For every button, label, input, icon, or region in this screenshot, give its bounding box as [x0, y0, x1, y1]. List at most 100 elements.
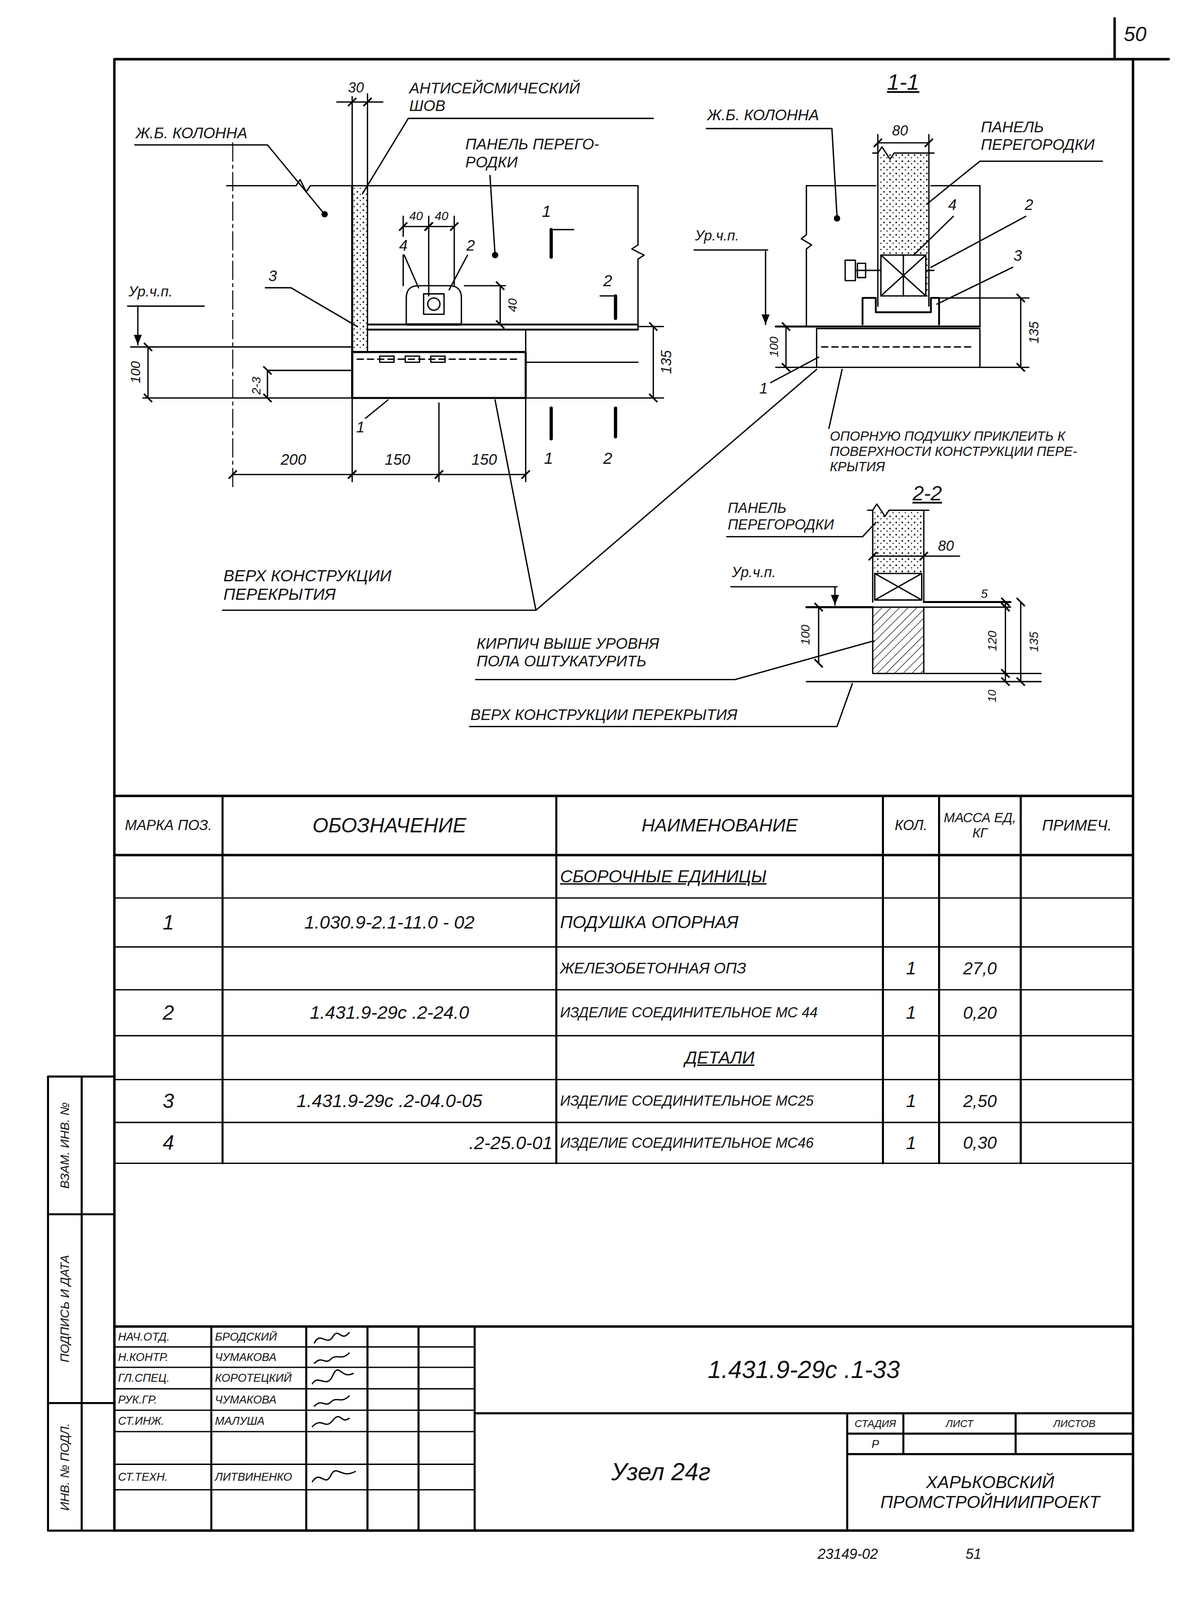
dimension-text: 10 — [985, 688, 999, 704]
drawing-path — [211, 1327, 475, 1532]
table-cell: БРОДСКИЙ — [211, 1327, 307, 1348]
drawing-path — [406, 323, 462, 326]
drawing-line — [785, 326, 787, 368]
drawing-circle — [492, 252, 498, 258]
dimension-text: 40 — [505, 297, 520, 313]
drawing-path — [880, 255, 926, 297]
drawing-label: 80 — [890, 122, 909, 140]
table-cell: ЖЕЛЕЗОБЕТОННАЯ ОПЗ — [556, 947, 884, 991]
table-cell: 2 — [114, 990, 223, 1037]
drawing-label: 4 — [398, 236, 409, 255]
drawing-line — [1019, 297, 1022, 368]
table-cell: МАЛУША — [211, 1410, 307, 1433]
drawing-line — [817, 607, 820, 664]
drawing-label: 40 — [433, 209, 450, 223]
drawing-path — [406, 285, 462, 325]
drawing-rect — [874, 573, 922, 600]
table-cell: НАЧ.ОТД. — [114, 1327, 212, 1348]
drawing-label: 1 — [355, 418, 366, 437]
drawing-path — [469, 683, 853, 727]
drawing-path — [362, 118, 654, 194]
drawing-path — [770, 357, 819, 383]
table-cell: ЧУМАКОВА — [211, 1389, 307, 1411]
drawing-path — [631, 185, 644, 329]
drawing-line — [765, 250, 767, 325]
table-cell: КОЛ. — [883, 796, 940, 856]
table-cell: 27,0 — [939, 947, 1021, 991]
drawing-line — [352, 101, 368, 103]
drawing-label: Ур.ч.п. — [127, 283, 174, 301]
drawing-line — [1004, 607, 1007, 674]
drawing-path — [464, 285, 506, 325]
table-cell: ХАРЬКОВСКИЙ ПРОМСТРОЙНИИПРОЕКТ — [847, 1454, 1134, 1532]
table-cell: 4 — [114, 1122, 223, 1164]
drawing-label: ПАНЕЛЬ ПЕРЕГОРОДКИ — [979, 118, 1103, 154]
drawing-path — [872, 510, 924, 603]
drawing-label: Ур.ч.п. — [730, 564, 777, 581]
drawing-path — [365, 400, 389, 419]
table-cell: ЛИСТ — [903, 1413, 1016, 1434]
drawing-path — [923, 607, 1042, 682]
drawing-line — [652, 326, 655, 398]
drawing-label: 2-2 — [911, 481, 944, 506]
drawing-line — [366, 185, 369, 353]
drawing-label: ВЕРХ КОНСТРУКЦИИ ПЕРЕКРЫТИЯ — [222, 566, 427, 605]
drawing-label: ВЕРХ КОНСТРУКЦИИ ПЕРЕКРЫТИЯ — [469, 706, 739, 724]
drawing-path — [474, 1413, 1133, 1532]
drawing-rect — [114, 59, 1133, 1532]
drawing-rect — [816, 328, 980, 368]
drawing-path — [706, 128, 837, 217]
drawing-path — [923, 601, 1011, 604]
dimension-text: 2-3 — [249, 376, 264, 396]
table-cell: СТ.ИНЖ. — [114, 1410, 212, 1433]
table-cell: 2,50 — [939, 1080, 1021, 1124]
drawing-path — [357, 358, 521, 360]
drawing-rect — [873, 511, 923, 573]
drawing-circle — [834, 216, 840, 222]
drawing-line — [428, 225, 455, 228]
drawing-path — [222, 796, 1021, 1164]
drawing-label: АНТИСЕЙСМИЧЕСКИЙ ШОВ — [408, 79, 562, 115]
drawing-line — [147, 346, 149, 398]
drawing-label: 23149-02 — [816, 1546, 879, 1564]
table-cell: Р — [847, 1433, 904, 1455]
drawing-path — [134, 144, 325, 215]
drawing-label: КИРПИЧ ВЫШЕ УРОВНЯ ПОЛА ОШТУКАТУРИТЬ — [475, 635, 680, 671]
table-cell: 1 — [883, 1080, 940, 1124]
table-cell: НАИМЕНОВАНИЕ — [556, 796, 884, 856]
table-cell: 1.431.9-29с .1-33 — [474, 1327, 1133, 1415]
table-cell: КОРОТЕЦКИЙ — [211, 1367, 307, 1390]
drawing-path — [874, 573, 922, 600]
table-cell: СБОРОЧНЫЕ ЕДИНИЦЫ — [556, 855, 884, 899]
drawing-path — [867, 504, 929, 517]
drawing-label: Ж.Б. КОЛОННА — [706, 106, 820, 124]
drawing-line — [232, 474, 353, 476]
drawing-path — [312, 1333, 356, 1483]
drawing-path — [828, 369, 843, 429]
drawing-label: ПАНЕЛЬ ПЕРЕГОРОДКИ — [726, 500, 860, 533]
drawing-label: 1 — [541, 202, 553, 222]
drawing-label: 80 — [937, 537, 955, 555]
drawing-line — [352, 474, 439, 476]
drawing-label: 2 — [465, 236, 476, 255]
drawing-line — [403, 225, 429, 228]
dimension-text: 100 — [798, 623, 813, 646]
drawing-label: 3 — [1012, 247, 1023, 265]
drawing-path — [525, 326, 664, 398]
drawing-path — [265, 287, 358, 327]
table-cell: СТАДИЯ — [847, 1413, 904, 1434]
drawing-line — [499, 285, 501, 325]
drawing-label: 1 — [758, 379, 769, 398]
table-cell: .2-25.0-01 — [222, 1122, 557, 1164]
drawing-path — [267, 370, 353, 372]
table-cell: ПОДПИСЬ И ДАТА — [57, 1254, 72, 1364]
drawing-line — [872, 555, 924, 557]
drawing-label: 4 — [947, 196, 958, 214]
drawing-rect — [353, 186, 368, 349]
drawing-label: 1-1 — [885, 69, 921, 96]
drawing-path — [130, 346, 353, 348]
table-cell: 0,30 — [939, 1122, 1021, 1164]
drawing-line — [438, 474, 526, 476]
drawing-line — [834, 586, 836, 606]
